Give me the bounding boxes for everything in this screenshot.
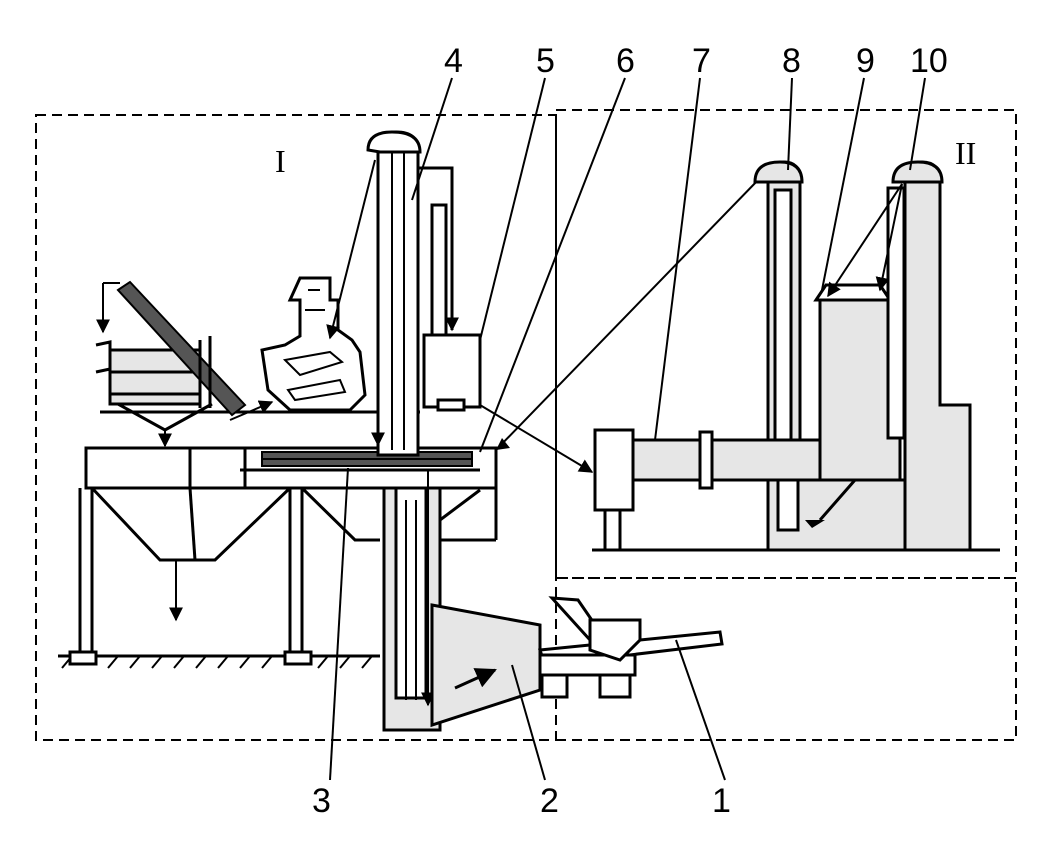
flow-arrow-to-8: [495, 177, 761, 451]
label-1: 1: [712, 782, 731, 820]
dust-collector-5: [422, 333, 594, 473]
classifier-unit: [95, 280, 420, 448]
label-7: 7: [692, 42, 711, 80]
label-9: 9: [856, 42, 875, 80]
lower-elevator: [382, 470, 542, 732]
unloader-1: [537, 596, 724, 699]
label-5: 5: [536, 42, 555, 80]
stack-10: [827, 160, 972, 552]
label-4: 4: [444, 42, 463, 80]
label-2: 2: [540, 782, 559, 820]
zone-label-2: II: [955, 135, 976, 171]
label-8: 8: [782, 42, 801, 80]
zone-label-1: I: [275, 143, 286, 179]
label-6: 6: [616, 42, 635, 80]
elevator-8: [753, 160, 804, 442]
leader-lines: [329, 77, 926, 781]
bucket-elevator-4: [326, 130, 459, 457]
mixer-machine: [260, 276, 367, 412]
zone-boundaries: [35, 109, 1017, 741]
rotary-kiln-7: [593, 283, 910, 552]
label-10: 10: [910, 42, 948, 80]
label-3: 3: [312, 782, 331, 820]
